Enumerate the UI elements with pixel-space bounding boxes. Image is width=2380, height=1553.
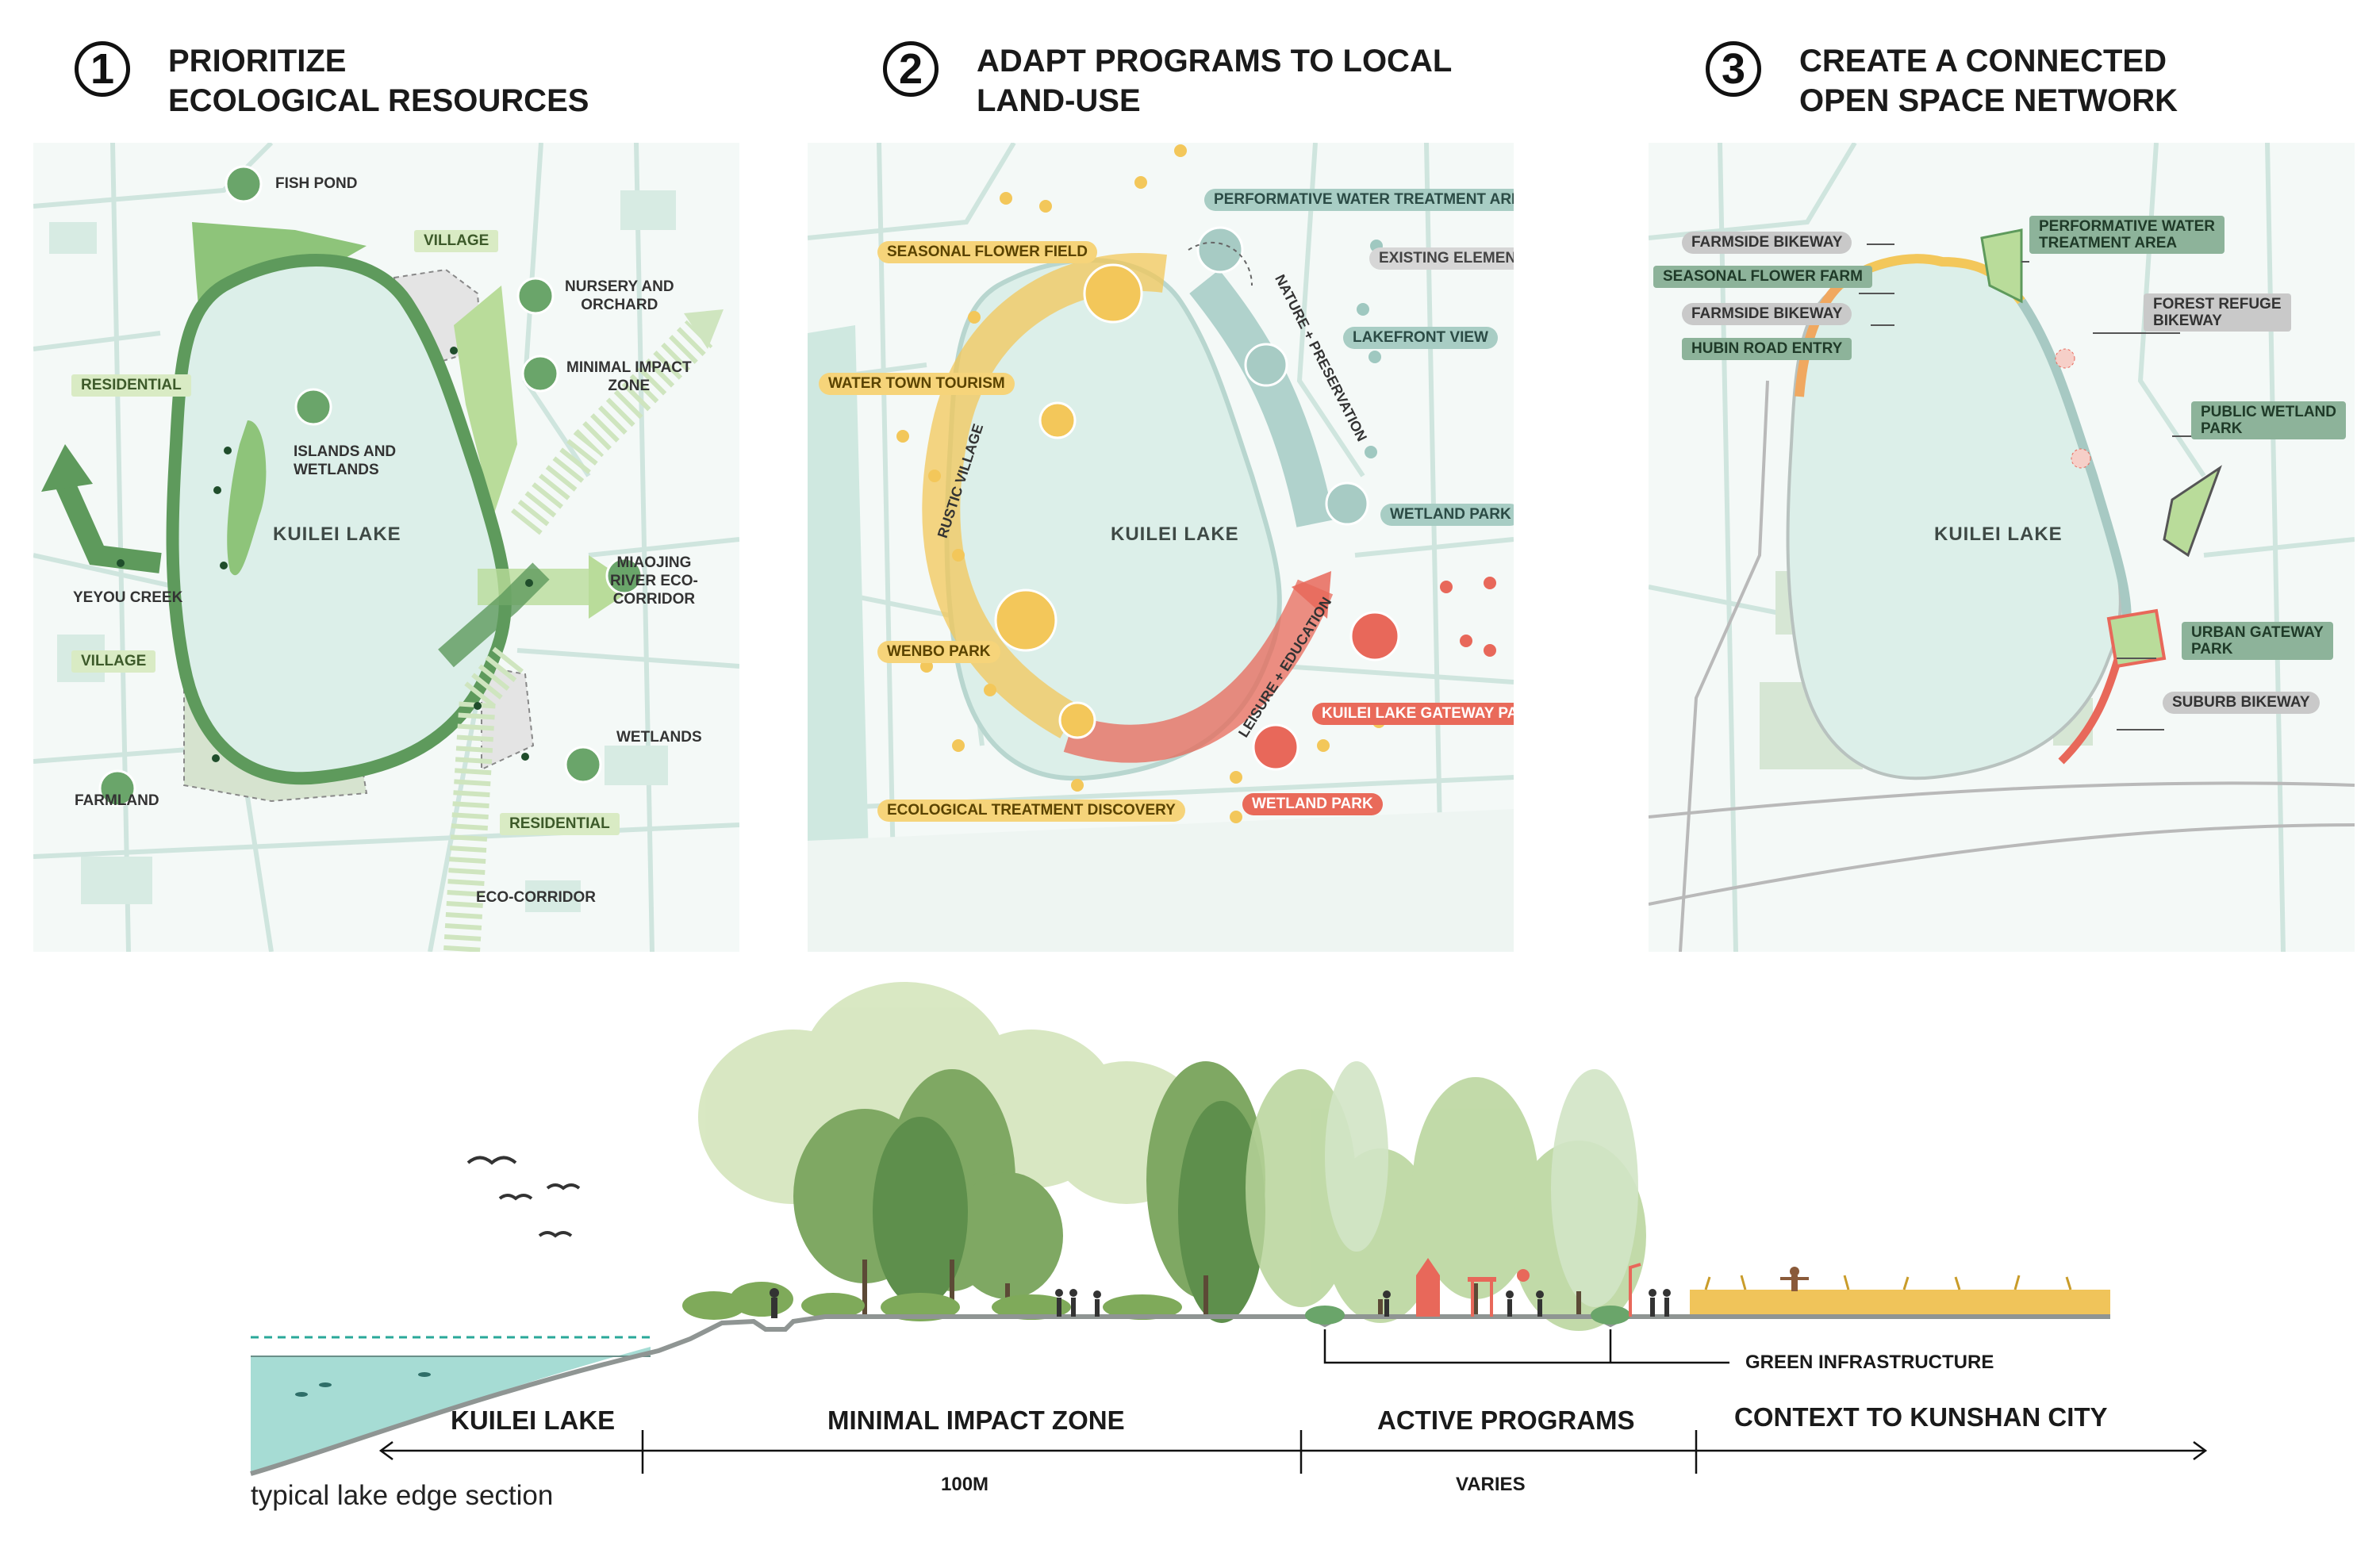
label-miaojing: MIAOJING RIVER ECO- CORRIDOR <box>610 554 698 608</box>
label-yeyou-creek: YEYOU CREEK <box>73 589 183 606</box>
section-zone-active-programs: ACTIVE PROGRAMS <box>1377 1405 1635 1435</box>
tag-suburb-bikeway: SUBURB BIKEWAY <box>2163 692 2320 714</box>
header-title-2-line2: LAND-USE <box>977 83 1141 118</box>
label-nursery: NURSERY AND ORCHARD <box>565 278 674 314</box>
header-title-3: CREATE A CONNECTED OPEN SPACE NETWORK <box>1799 41 2178 121</box>
tag-urban-gateway-line1: URBAN GATEWAY <box>2191 624 2324 641</box>
label-miaojing-line1: MIAOJING <box>616 554 692 571</box>
map-panel-ecological: FISH POND VILLAGE NURSERY AND ORCHARD RE… <box>33 143 739 952</box>
label-islands-line1: ISLANDS AND <box>294 443 397 460</box>
tag-urban-gateway: URBAN GATEWAY PARK <box>2182 622 2333 660</box>
header-title-2: ADAPT PROGRAMS TO LOCAL LAND-USE <box>977 41 1452 121</box>
header-title-3-line1: CREATE A CONNECTED <box>1799 44 2167 79</box>
header-title-3-line2: OPEN SPACE NETWORK <box>1799 83 2178 118</box>
tag-farmside-bikeway-1: FARMSIDE BIKEWAY <box>1682 232 1852 254</box>
tag-existing-elements: EXISTING ELEMENTS <box>1369 247 1514 270</box>
section-zone-context-kunshan: CONTEXT TO KUNSHAN CITY <box>1734 1402 2108 1432</box>
header-1: 1 PRIORITIZE ECOLOGICAL RESOURCES <box>75 41 589 121</box>
tag-gateway-park: KUILEI LAKE GATEWAY PARK <box>1312 703 1514 725</box>
step-number-1: 1 <box>75 41 130 97</box>
header-title-1: PRIORITIZE ECOLOGICAL RESOURCES <box>168 41 589 121</box>
tag-performative-water: PERFORMATIVE WATER TREATMENT AREA <box>1204 189 1514 211</box>
tag-performative-line1: PERFORMATIVE WATER <box>2039 218 2216 235</box>
header-title-1-line1: PRIORITIZE <box>168 44 347 79</box>
header-3: 3 CREATE A CONNECTED OPEN SPACE NETWORK <box>1706 41 2178 121</box>
tag-water-town-tourism: WATER TOWN TOURISM <box>819 373 1015 395</box>
tag-public-wetland-line2: PARK <box>2201 420 2243 437</box>
lake-edge-section-graphic <box>250 982 2208 1476</box>
tag-wenbo-park: WENBO PARK <box>877 641 1000 663</box>
map-ecological-graphic <box>33 143 739 952</box>
tag-eco-treatment: ECOLOGICAL TREATMENT DISCOVERY <box>877 800 1185 822</box>
section-dimension-100m: 100M <box>941 1474 989 1495</box>
tag-wetland-park-right: WETLAND PARK <box>1380 504 1514 526</box>
label-eco-corridor: ECO-CORRIDOR <box>476 889 596 906</box>
tag-hubin-road-entry: HUBIN ROAD ENTRY <box>1682 338 1852 360</box>
lake-name-2: KUILEI LAKE <box>1111 523 1239 545</box>
step-number-2: 2 <box>883 41 939 97</box>
label-fish-pond: FISH POND <box>275 175 358 192</box>
tag-forest-refuge: FOREST REFUGE BIKEWAY <box>2144 293 2291 332</box>
header-title-1-line2: ECOLOGICAL RESOURCES <box>168 83 589 118</box>
tag-seasonal-flower-field: SEASONAL FLOWER FIELD <box>877 241 1097 263</box>
lake-name-1: KUILEI LAKE <box>273 523 401 545</box>
label-green-infrastructure: GREEN INFRASTRUCTURE <box>1745 1352 1994 1373</box>
section-dimension-varies: VARIES <box>1456 1474 1526 1495</box>
tag-urban-gateway-line2: PARK <box>2191 641 2233 658</box>
header-title-2-line1: ADAPT PROGRAMS TO LOCAL <box>977 44 1453 79</box>
label-minimal-line1: MINIMAL IMPACT <box>566 359 692 376</box>
tag-village-top: VILLAGE <box>414 230 499 252</box>
tag-wetland-park-bottom: WETLAND PARK <box>1242 793 1383 815</box>
tag-residential-left: RESIDENTIAL <box>71 374 191 397</box>
label-miaojing-line3: CORRIDOR <box>612 591 696 608</box>
map-network-graphic <box>1649 143 2355 952</box>
lake-name-3: KUILEI LAKE <box>1934 523 2063 545</box>
tag-performative-water-3: PERFORMATIVE WATER TREATMENT AREA <box>2029 216 2225 254</box>
label-farmland: FARMLAND <box>75 792 159 809</box>
tag-residential-bottom: RESIDENTIAL <box>500 813 620 835</box>
label-islands: ISLANDS AND WETLANDS <box>294 443 396 479</box>
section-zone-kuilei-lake: KUILEI LAKE <box>451 1405 616 1435</box>
map-panel-programs: PERFORMATIVE WATER TREATMENT AREA SEASON… <box>808 143 1514 952</box>
tag-village-left: VILLAGE <box>71 650 156 673</box>
tag-forest-line1: FOREST REFUGE <box>2153 296 2282 313</box>
label-minimal-line2: ZONE <box>608 378 651 394</box>
map-programs-graphic <box>808 143 1514 952</box>
tag-public-wetland-line1: PUBLIC WETLAND <box>2201 404 2336 420</box>
tag-seasonal-flower-farm: SEASONAL FLOWER FARM <box>1653 266 1872 288</box>
label-miaojing-line2: RIVER ECO- <box>610 573 698 589</box>
tag-forest-line2: BIKEWAY <box>2153 313 2222 329</box>
header-2: 2 ADAPT PROGRAMS TO LOCAL LAND-USE <box>883 41 1452 121</box>
tag-performative-line2: TREATMENT AREA <box>2039 235 2178 251</box>
tag-farmside-bikeway-2: FARMSIDE BIKEWAY <box>1682 303 1852 325</box>
label-nursery-line1: NURSERY AND <box>565 278 674 295</box>
label-nursery-line2: ORCHARD <box>581 297 658 313</box>
section-caption: typical lake edge section <box>251 1480 554 1511</box>
tag-lakefront-view: LAKEFRONT VIEW <box>1343 327 1498 349</box>
tag-public-wetland: PUBLIC WETLAND PARK <box>2191 401 2346 439</box>
label-wetlands: WETLANDS <box>616 729 702 746</box>
step-number-3: 3 <box>1706 41 1761 97</box>
label-minimal-impact: MINIMAL IMPACT ZONE <box>566 359 692 395</box>
label-islands-line2: WETLANDS <box>294 462 379 478</box>
map-panel-network: FARMSIDE BIKEWAY PERFORMATIVE WATER TREA… <box>1649 143 2355 952</box>
section-zone-minimal-impact: MINIMAL IMPACT ZONE <box>827 1405 1125 1435</box>
